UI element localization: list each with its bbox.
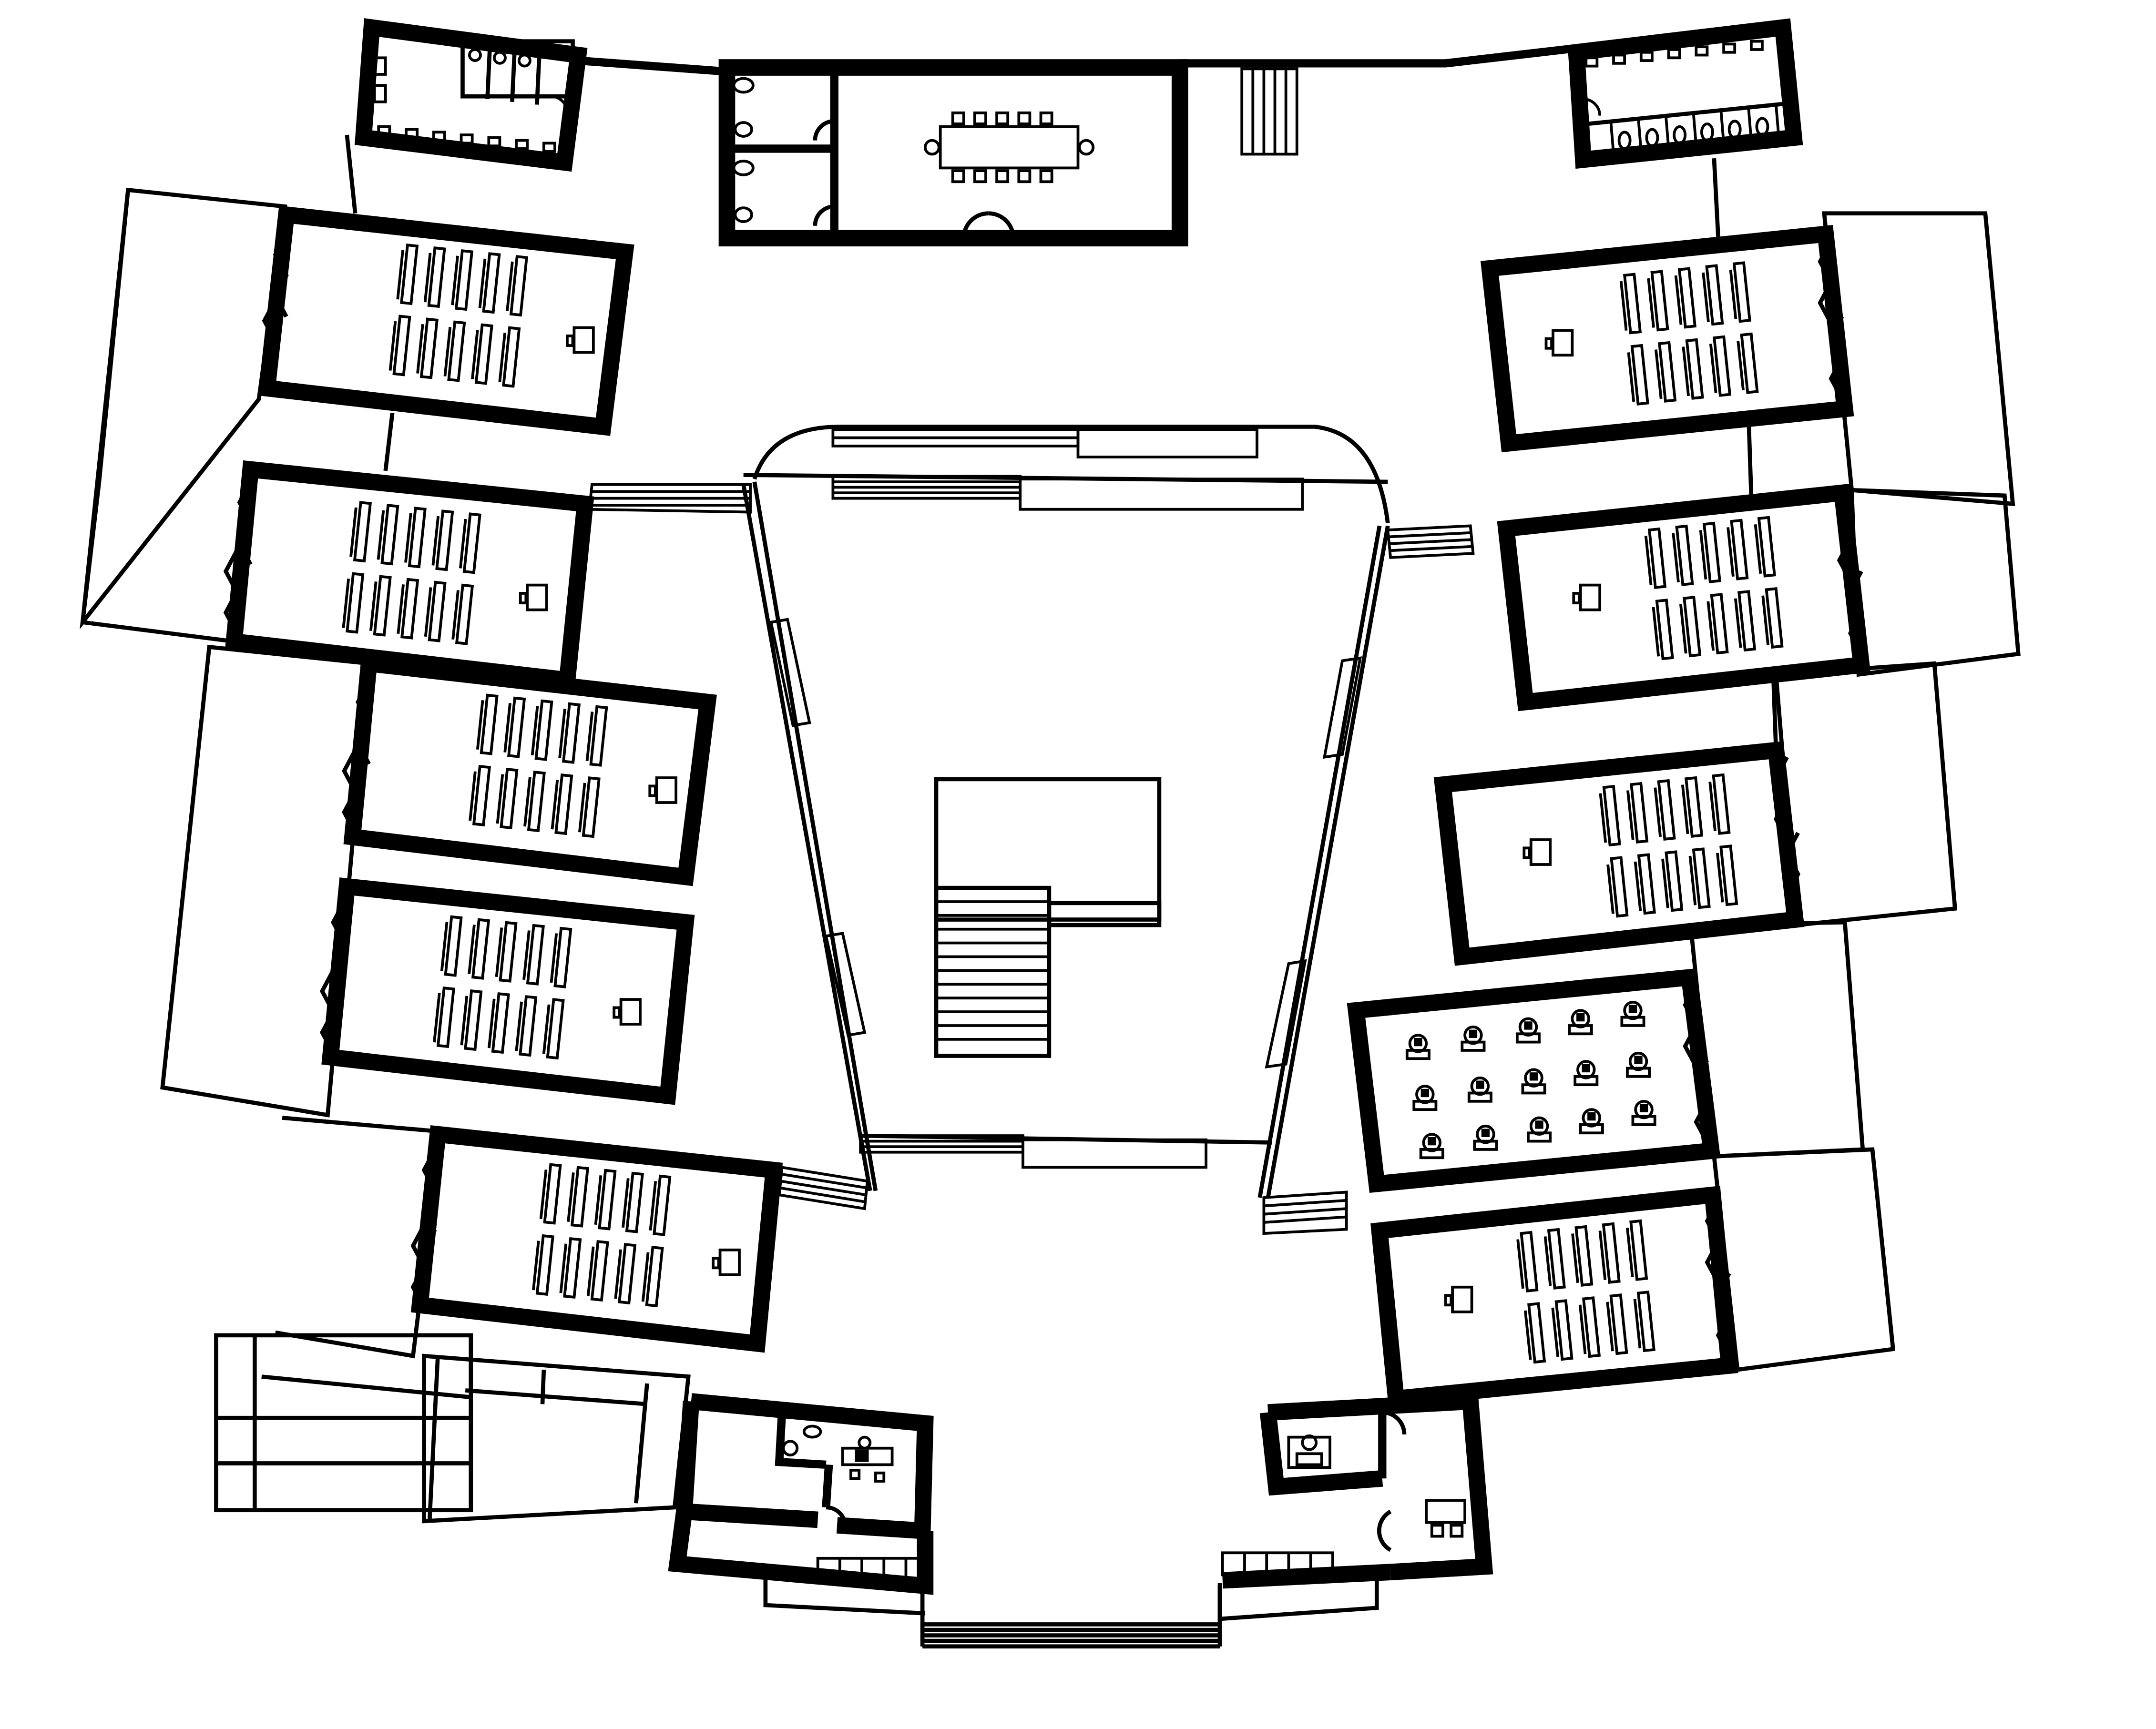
restroom-block-right: [1567, 18, 1803, 169]
classroom-left-3: [344, 654, 717, 886]
planter-grid: [214, 1333, 691, 1524]
ramps: [587, 483, 1475, 1235]
classroom-right-5: [1370, 1186, 1738, 1408]
top-corridor: [578, 44, 1577, 156]
classroom-left-1: [258, 205, 634, 436]
bench-right: [1221, 1551, 1334, 1576]
entrance-steps: [920, 1586, 1222, 1649]
meeting-table: [924, 111, 1095, 183]
bench-left: [816, 1556, 924, 1582]
double-door: [961, 211, 1016, 238]
classroom-left-2: [226, 460, 594, 690]
office-right: [1217, 1393, 1493, 1621]
classroom-left-4: [322, 877, 695, 1105]
classroom-right-3: [1433, 741, 1805, 966]
office-left: [668, 1393, 934, 1616]
restroom-block-left: [354, 18, 588, 172]
central-hall: [741, 425, 1390, 1198]
toilet-icon: [732, 77, 755, 223]
meeting-block: [718, 59, 1188, 247]
central-stair: [934, 777, 1162, 1058]
classroom-right-2: [1497, 484, 1871, 712]
computer-lab: [1347, 968, 1721, 1193]
computer-workstations: [1407, 1002, 1655, 1158]
hall-bench-top: [831, 428, 1304, 511]
classroom-left-5: [410, 1125, 783, 1353]
top-steps: [1240, 67, 1298, 156]
classroom-right-1: [1480, 225, 1854, 453]
